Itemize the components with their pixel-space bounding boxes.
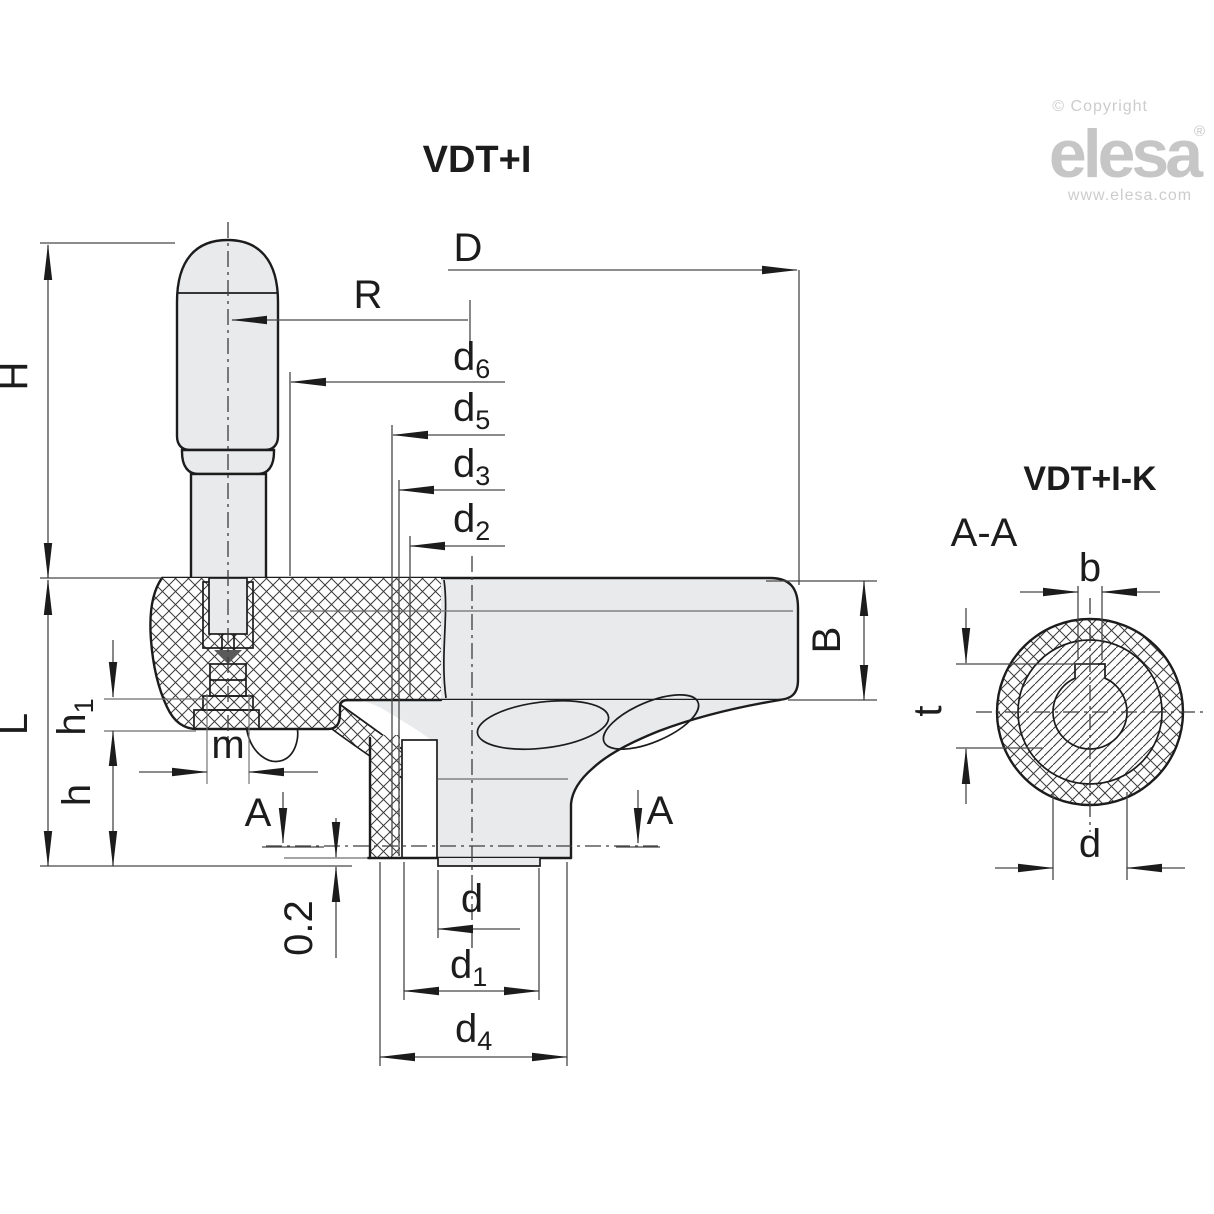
main-view-title: VDT+I	[423, 139, 532, 181]
dim-label-d5: d5	[453, 386, 490, 435]
dim-label-d1: d1	[450, 943, 487, 992]
elesa-logo: elesa	[1049, 116, 1204, 192]
dim-d1: d1	[403, 862, 540, 1000]
boss-outline	[149, 576, 443, 731]
dim-label-D: D	[454, 226, 483, 270]
dim-d5: d5	[391, 386, 505, 856]
hub-cross-section	[976, 598, 1204, 832]
section-cut-label: A-A	[951, 511, 1018, 555]
wheel-rim	[160, 576, 800, 702]
hub-right-outline	[569, 698, 782, 860]
dim-h1: h1	[50, 640, 206, 736]
hub-section	[366, 735, 573, 867]
insert-ring-hatch	[1018, 640, 1162, 784]
dim-label-d4: d4	[455, 1007, 492, 1056]
section-marker-right: A	[616, 789, 674, 848]
bore-with-keyway	[1052, 663, 1128, 750]
wheel-web-and-hub	[245, 693, 782, 867]
dim-d-section: d	[995, 792, 1185, 880]
dim-label-h: h	[55, 784, 99, 806]
dim-d2: d2	[409, 497, 505, 696]
dim-label-offset: 0.2	[277, 900, 321, 956]
dim-b: b	[1020, 546, 1160, 660]
dim-label-L: L	[0, 713, 36, 735]
dim-D: D	[448, 226, 800, 585]
section-view-title: VDT+I-K	[1023, 460, 1157, 498]
dim-label-d: d	[461, 877, 483, 921]
website-text: www.elesa.com	[1067, 187, 1192, 204]
spoke-window-center	[476, 699, 610, 751]
section-view: VDT+I-K A-A b t	[906, 460, 1204, 880]
dim-R: R	[231, 273, 471, 342]
dim-label-h1: h1	[50, 698, 99, 735]
registered-mark-icon: ®	[1194, 123, 1205, 140]
hub-boss-step-fill	[438, 858, 540, 866]
copyright-text: © Copyright	[1052, 98, 1148, 115]
rim-outline	[160, 576, 800, 702]
dim-m: m	[139, 694, 318, 784]
dim-d3: d3	[398, 442, 505, 856]
dim-label-m: m	[211, 723, 244, 767]
main-view: VDT+I	[0, 139, 877, 1066]
dim-B: B	[766, 580, 877, 701]
dim-offset-02: 0.2	[277, 818, 368, 958]
dim-label-R: R	[354, 273, 383, 317]
insert-fill	[402, 740, 437, 858]
hub-boss-step	[437, 858, 541, 867]
dim-label-d-section: d	[1079, 822, 1101, 866]
section-label-A-left: A	[245, 791, 272, 835]
section-marker-left: A	[245, 791, 324, 848]
dim-label-d3: d3	[453, 442, 490, 491]
section-label-A-right: A	[647, 789, 674, 833]
dim-h: h	[55, 730, 118, 867]
dim-d6: d6	[289, 335, 505, 576]
brand-block: © Copyright elesa ® www.elesa.com	[1049, 98, 1208, 204]
dim-d: d	[437, 870, 520, 938]
dim-label-H: H	[0, 362, 36, 391]
dim-label-d6: d6	[453, 335, 490, 384]
dim-label-d2: d2	[453, 497, 490, 546]
rim-face	[441, 578, 798, 700]
handle-boss-section	[149, 576, 447, 731]
dim-label-t: t	[906, 705, 950, 716]
dim-H: H	[0, 242, 175, 579]
dim-label-b: b	[1079, 546, 1101, 590]
dim-L: L	[0, 579, 352, 867]
section-break-line	[442, 579, 447, 699]
dim-t: t	[906, 608, 1098, 804]
dim-label-B: B	[805, 627, 849, 654]
dim-d4: d4	[379, 862, 568, 1066]
hub-wall-hatch	[370, 735, 400, 858]
spoke-window-right	[602, 694, 700, 750]
washer-lower	[193, 709, 260, 730]
